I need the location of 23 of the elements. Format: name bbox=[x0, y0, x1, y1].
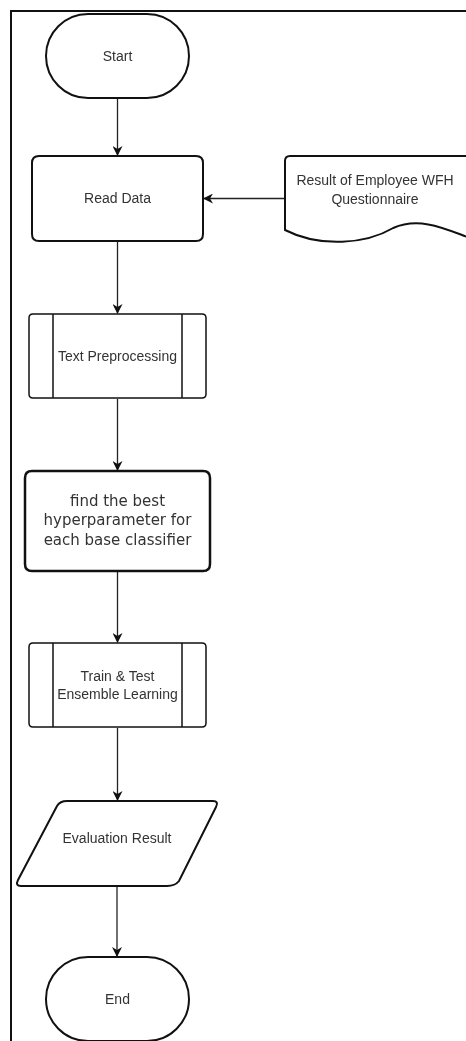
node-label: End bbox=[105, 989, 130, 1009]
node-label: Train & Test Ensemble Learning bbox=[56, 666, 179, 704]
arrow bbox=[203, 193, 285, 204]
node-label: Start bbox=[102, 46, 133, 66]
arrow bbox=[112, 571, 123, 643]
process-box bbox=[24, 470, 211, 572]
node-label: Read Data bbox=[84, 189, 151, 208]
start-terminal bbox=[45, 13, 190, 99]
arrow bbox=[112, 886, 122, 957]
process-box bbox=[31, 155, 204, 242]
arrow bbox=[112, 727, 123, 801]
predefined-process-box bbox=[28, 642, 207, 728]
document-shape bbox=[284, 155, 466, 242]
arrow bbox=[112, 241, 123, 314]
node-label: Result of Employee WFH Questionnaire bbox=[295, 171, 455, 208]
arrow bbox=[112, 98, 123, 156]
data-parallelogram bbox=[15, 800, 219, 887]
end-terminal bbox=[45, 956, 190, 1041]
arrow bbox=[112, 398, 123, 471]
node-label: Evaluation Result bbox=[62, 829, 172, 848]
node-label: find the best hyperparameter for each base classifier bbox=[42, 491, 193, 551]
node-label: Text Preprocessing bbox=[57, 346, 178, 366]
predefined-process-box bbox=[28, 313, 207, 399]
